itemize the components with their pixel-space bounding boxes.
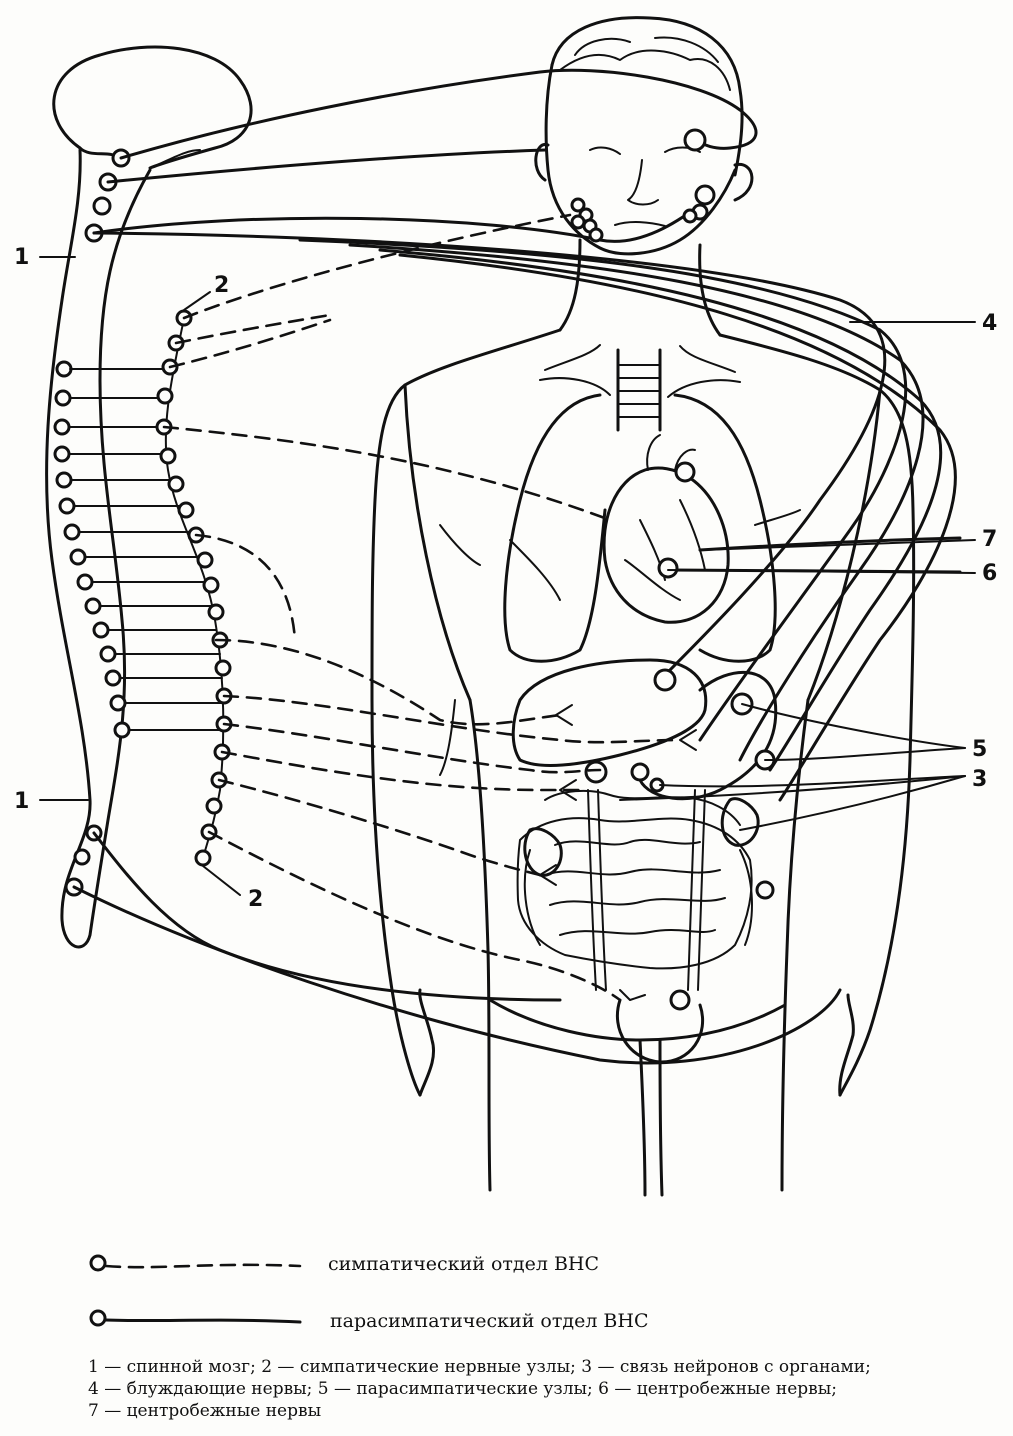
head-outline [536, 18, 752, 254]
centrifugal-callout-lines [620, 704, 965, 830]
heart [604, 435, 728, 622]
callout-2-bottom: 2 [248, 887, 263, 912]
intestines [518, 791, 752, 969]
callout-4: 4 [982, 311, 997, 336]
torso-outline [372, 330, 914, 1195]
callout-3: 3 [972, 767, 987, 792]
callout-1-top: 1 [14, 245, 29, 270]
legend-parasympathetic-symbol [91, 1311, 300, 1325]
callout-5: 5 [972, 737, 987, 762]
callout-2-top: 2 [214, 273, 229, 298]
callout-7: 7 [982, 527, 997, 552]
sympathetic-chain [157, 311, 231, 865]
figure-caption: 1 — спинной мозг; 2 — симпатические нерв… [88, 1356, 1008, 1422]
sympathetic-fibers [164, 215, 680, 1000]
spinal-ganglia [55, 150, 129, 895]
organ-arrows [540, 705, 696, 1000]
spinal-to-chain-connections [69, 369, 224, 730]
legend-sympathetic-symbol [91, 1256, 300, 1270]
callout-6: 6 [982, 561, 997, 586]
lungs [505, 395, 775, 661]
legend-parasympathetic-label: парасимпатический отдел ВНС [330, 1310, 649, 1332]
legend-sympathetic-label: симпатический отдел ВНС [328, 1253, 599, 1275]
caption-line-2: 4 — блуждающие нервы; 5 — парасимпатичес… [88, 1378, 1008, 1400]
parasympathetic-head-nerves [94, 70, 756, 241]
trachea [540, 345, 740, 430]
kidneys [525, 799, 758, 876]
callout-1-bottom: 1 [14, 789, 29, 814]
caption-line-3: 7 — центробежные нервы [88, 1400, 1008, 1422]
caption-line-1: 1 — спинной мозг; 2 — симпатические нерв… [88, 1356, 1008, 1378]
